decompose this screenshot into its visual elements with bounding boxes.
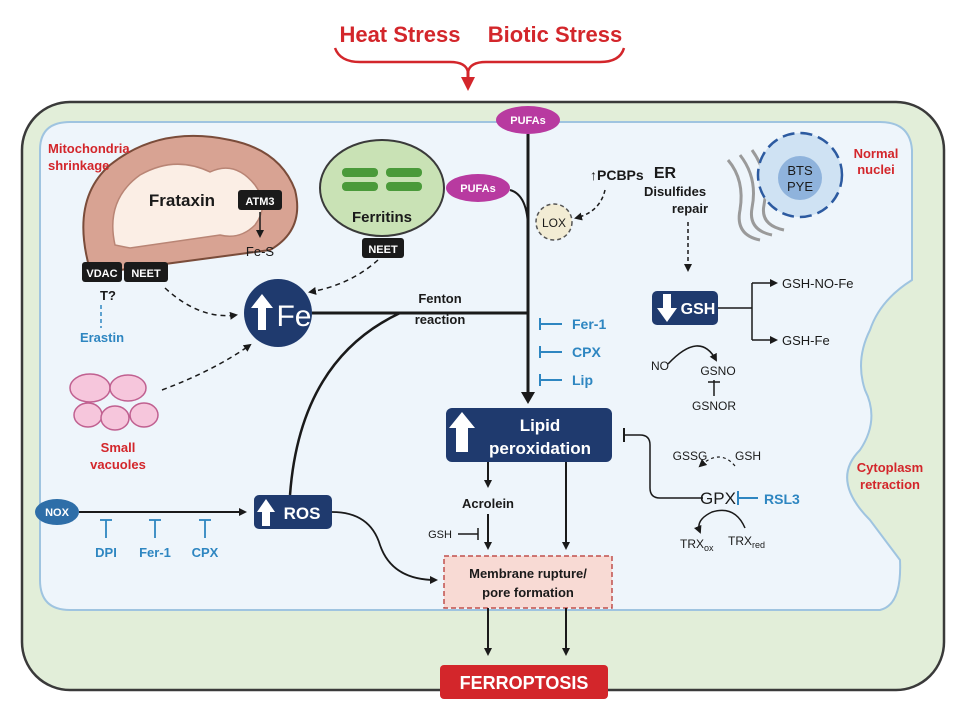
pcbps-label: ↑PCBPs — [590, 167, 644, 183]
normal-nuclei-line2: nuclei — [857, 162, 895, 177]
pufas-top-label: PUFAs — [510, 115, 545, 127]
atm3-box — [238, 190, 282, 210]
lipid-line1: Lipid — [520, 416, 561, 435]
pufas-side — [446, 174, 510, 202]
lipid-up-arrow-icon — [449, 412, 475, 452]
trx-ox-label: TRXox — [680, 537, 714, 553]
ferroptosis-label: FERROPTOSIS — [460, 673, 589, 693]
ferritins-label: Ferritins — [352, 209, 412, 226]
stress-bracket — [333, 47, 626, 73]
vdac-label: VDAC — [86, 268, 117, 280]
gpx-module: GPX GSSG GSH RSL3 TRXox TRXred Cytoplasm… — [623, 428, 923, 553]
gpx-label: GPX — [700, 489, 736, 508]
gsh-label: GSH — [681, 301, 716, 318]
lp-inhibitor-1: Fer-1 — [572, 316, 606, 332]
er-nucleus: ER Disulfides repair BTS PYE Normal nucl… — [644, 131, 899, 272]
vdac-box — [82, 262, 122, 282]
ros-label: ROS — [284, 504, 321, 523]
mito-label-line2: shrinkage — [48, 158, 109, 173]
disulfides-label: Disulfides — [644, 184, 706, 199]
mito-label-line1: Mitochondria — [48, 141, 130, 156]
lox-circle — [535, 203, 573, 241]
lipid-box — [446, 408, 612, 462]
gsnor-label: GSNOR — [692, 399, 736, 413]
fenton-line2: reaction — [415, 312, 466, 327]
neet-mito-box — [124, 262, 168, 282]
ros-box — [254, 495, 332, 529]
er-label: ER — [654, 165, 677, 182]
membrane-line2: pore formation — [482, 585, 574, 600]
rsl3-label: RSL3 — [764, 491, 800, 507]
stress-header: Heat Stress Biotic Stress — [333, 22, 626, 91]
lp-inhibitor-2: CPX — [572, 344, 601, 360]
neet-ferritin-box — [362, 238, 404, 258]
nox-label: NOX — [45, 507, 70, 519]
pufas-side-label: PUFAs — [460, 183, 495, 195]
fe-up-arrow-icon — [251, 294, 273, 330]
neet-mito-label: NEET — [131, 268, 161, 280]
acrolein-gsh-label: GSH — [428, 529, 452, 541]
nox-ros: NOX DPI Fer-1 CPX ROS — [35, 495, 438, 584]
pye-label: PYE — [787, 179, 813, 194]
fenton-line1: Fenton — [418, 291, 461, 306]
ros-up-arrow-icon — [257, 499, 275, 526]
mitochondrion: Mitochondria shrinkage Frataxin ATM3 Fe-… — [48, 134, 299, 345]
membrane-box — [443, 555, 613, 609]
lp-inhibitor-3: Lip — [572, 372, 593, 388]
pufas-top — [496, 106, 560, 134]
trx-red-label: TRXred — [728, 534, 765, 550]
cyto-line2: retraction — [860, 477, 920, 492]
atm3-label: ATM3 — [245, 196, 274, 208]
iron-node: Fe Fenton reaction — [161, 259, 528, 496]
repair-label: repair — [672, 201, 708, 216]
lipid-peroxidation: Lipid peroxidation — [446, 408, 612, 462]
fe-label: Fe — [276, 300, 311, 333]
bts-label: BTS — [787, 163, 813, 178]
pufas-lox: PUFAs ↑PCBPs LOX — [496, 106, 644, 404]
gsh-down-arrow-icon — [657, 294, 677, 322]
small-vacuoles: Small vacuoles — [69, 373, 159, 472]
erastin-label: Erastin — [80, 330, 124, 345]
frataxin-label: Frataxin — [149, 191, 215, 210]
neet-ferritin-label: NEET — [368, 244, 398, 256]
no-label: NO — [651, 359, 669, 373]
ferroptosis-box — [440, 665, 608, 699]
gpx-gsh-label: GSH — [735, 449, 761, 463]
membrane-line1: Membrane rupture/ — [469, 566, 587, 581]
acrolein-label: Acrolein — [462, 496, 514, 511]
cyto-line1: Cytoplasm — [857, 460, 923, 475]
biotic-stress-label: Biotic Stress — [488, 22, 623, 47]
nox-inhibitor-1: DPI — [95, 545, 117, 560]
ferroptosis: FERROPTOSIS — [440, 665, 608, 699]
gsh-no-fe-label: GSH-NO-Fe — [782, 276, 854, 291]
lipid-line2: peroxidation — [489, 439, 591, 458]
gsh-module: GSH GSH-NO-Fe GSH-Fe NO GSNO GSNOR — [651, 276, 854, 413]
nox-inhibitor-3: CPX — [192, 545, 219, 560]
fes-label: Fe-S — [246, 244, 275, 259]
heat-stress-label: Heat Stress — [339, 22, 460, 47]
acrolein-membrane: Acrolein GSH Membrane rupture/ pore form… — [428, 462, 613, 656]
gssg-label: GSSG — [673, 449, 708, 463]
tq-label: T? — [100, 288, 116, 303]
gsh-fe-label: GSH-Fe — [782, 333, 830, 348]
lox-label: LOX — [542, 216, 566, 230]
gsno-label: GSNO — [700, 364, 735, 378]
vacuoles-line2: vacuoles — [90, 457, 146, 472]
nox-ellipse — [35, 499, 79, 525]
lp-inhibitors: Fer-1 CPX Lip — [539, 316, 606, 388]
ferritins: Ferritins NEET PUFAs — [319, 139, 510, 258]
normal-nuclei-line1: Normal — [854, 146, 899, 161]
vacuoles-line1: Small — [101, 440, 136, 455]
nox-inhibitor-2: Fer-1 — [139, 545, 171, 560]
